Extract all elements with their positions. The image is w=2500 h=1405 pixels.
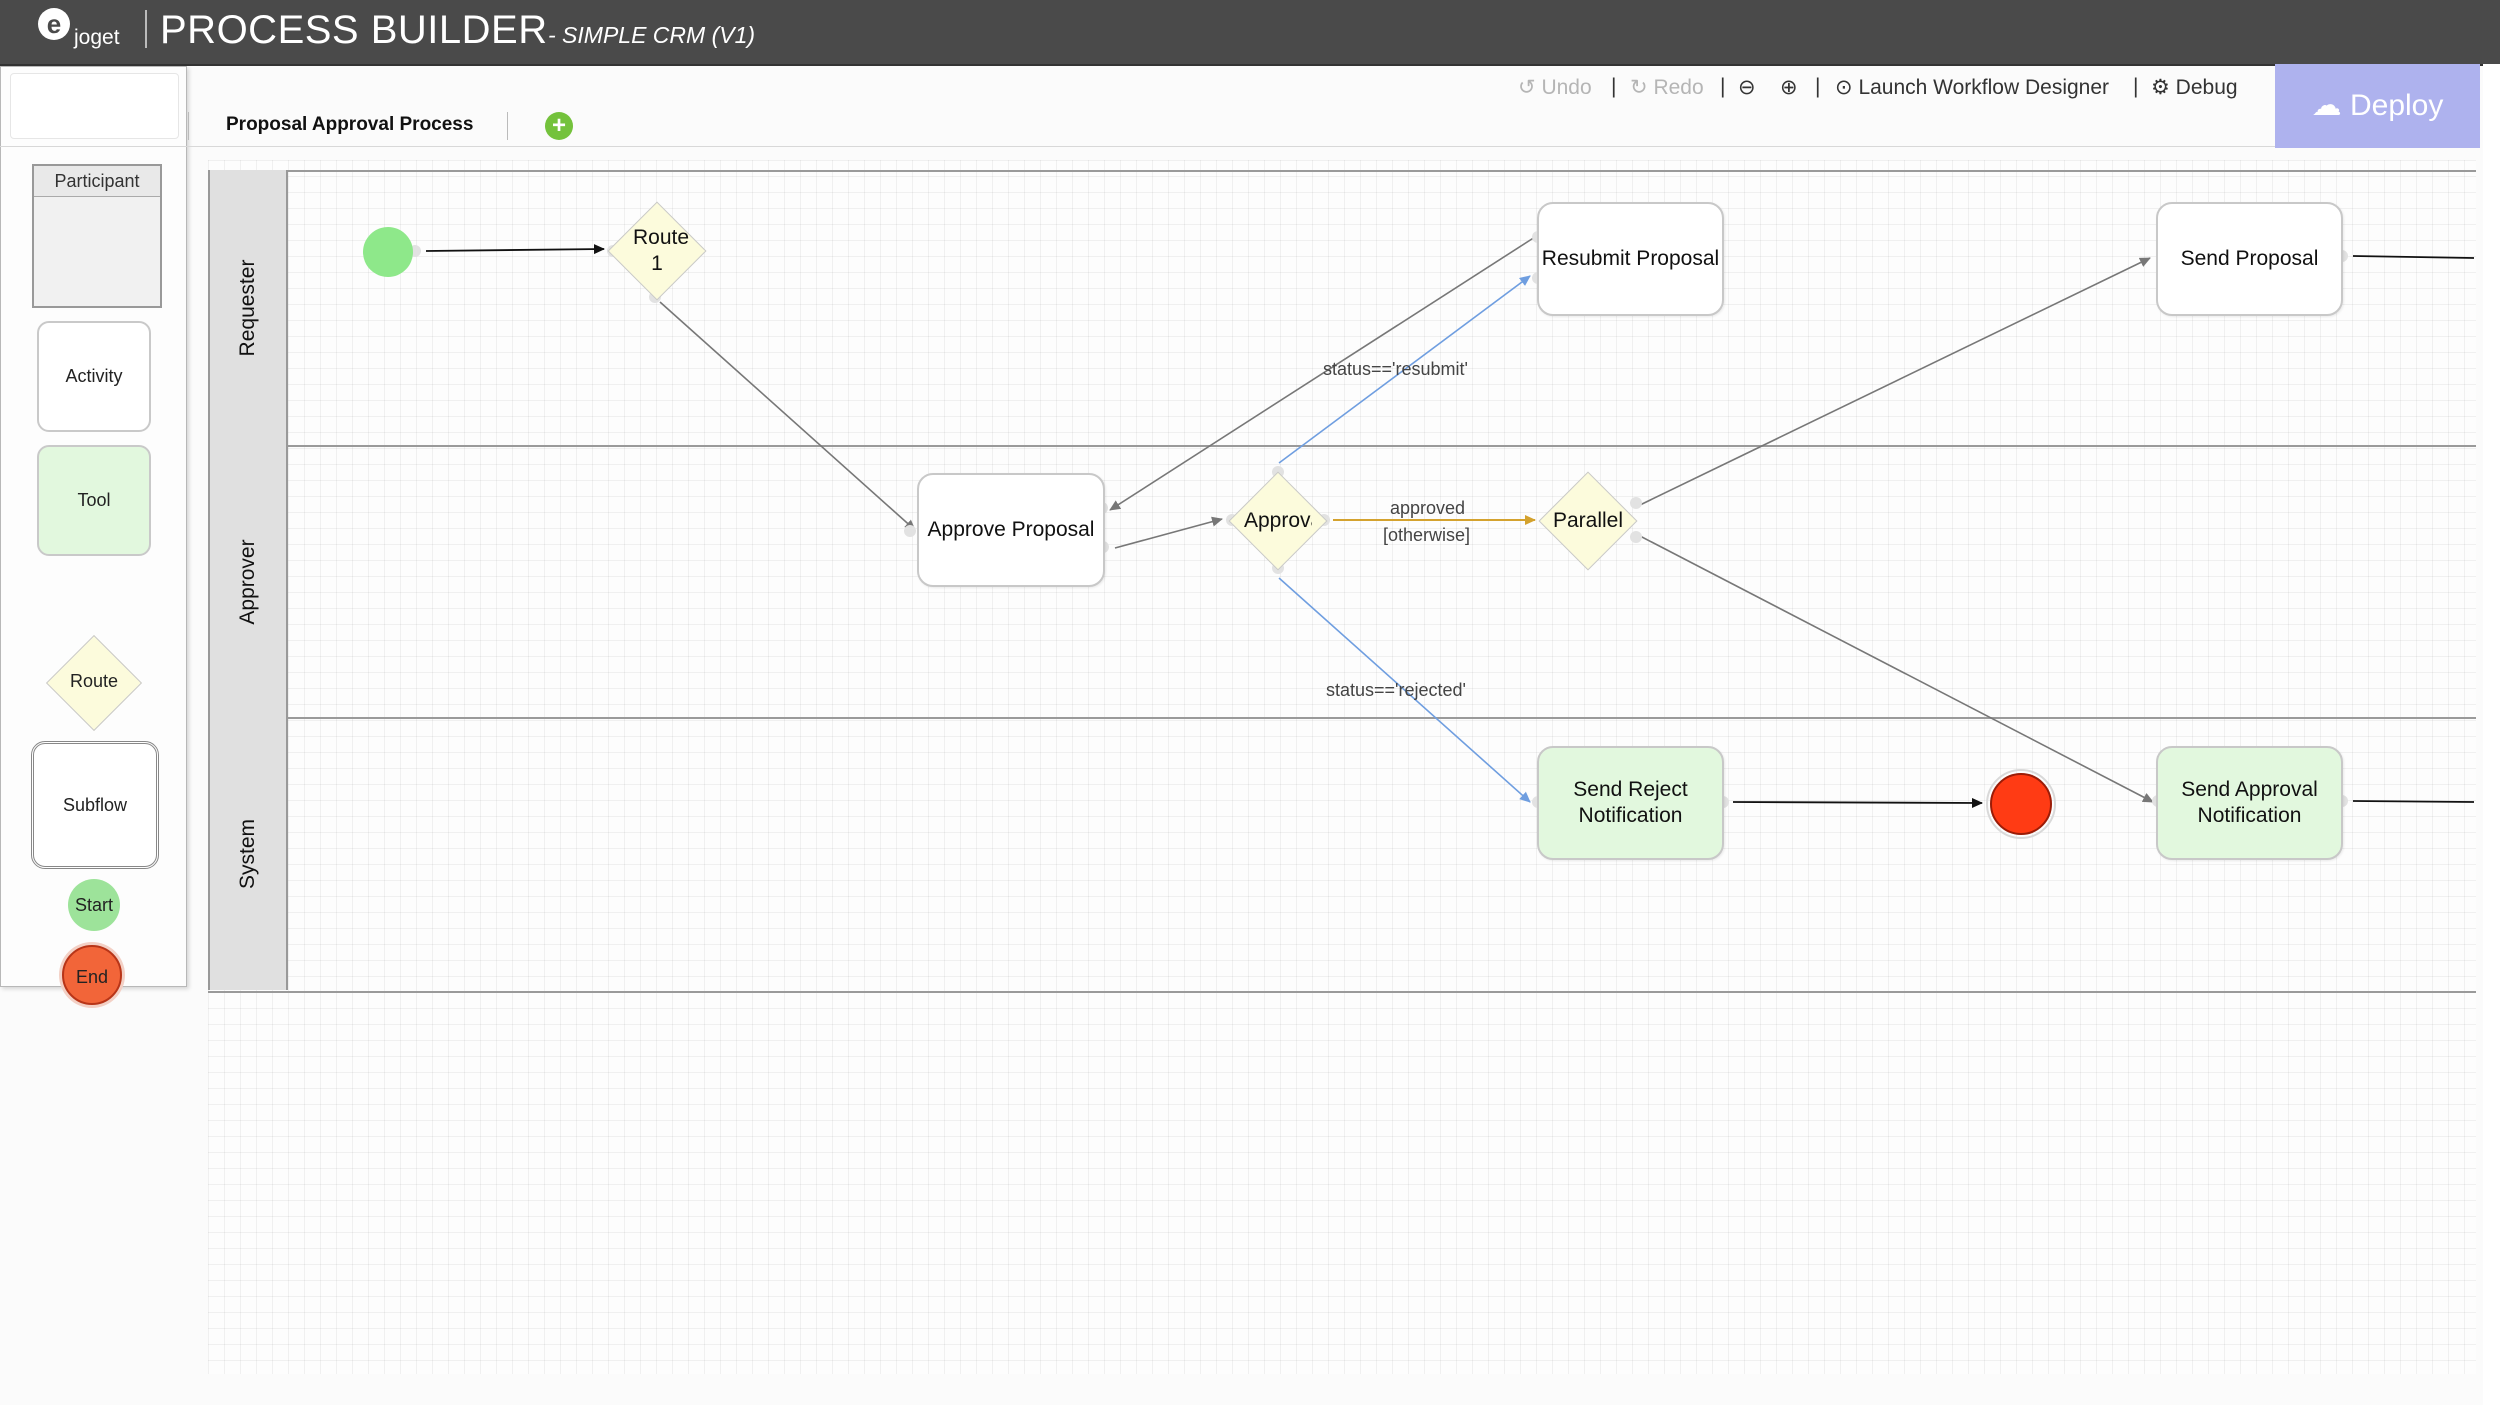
transition-parallel-sendproposal	[1639, 257, 2151, 506]
palette-header-box	[10, 73, 179, 139]
lane-system[interactable]: System	[208, 718, 288, 990]
transition-approve-approval	[1114, 516, 1223, 549]
deploy-button[interactable]: ☁ Deploy	[2275, 64, 2480, 148]
toolbar-divider	[0, 146, 2480, 147]
add-process-button[interactable]: +	[545, 112, 573, 140]
transition-sendproposal-out	[2352, 255, 2475, 259]
zoom-out-icon: ⊖	[1738, 76, 1756, 99]
process-tab[interactable]: Proposal Approval Process	[226, 114, 474, 135]
palette-tool[interactable]: Tool	[37, 445, 151, 556]
condition-label-approved[interactable]: approved	[1390, 498, 1466, 518]
route-label: Parallel	[1552, 509, 1624, 532]
end-node[interactable]	[1990, 773, 2052, 835]
activity-resubmit-proposal[interactable]: Resubmit Proposal	[1537, 202, 1724, 316]
undo-label: Undo	[1541, 76, 1592, 99]
app-subtitle: - SIMPLE CRM (V1)	[548, 22, 756, 48]
transition-resubmit-approve	[1109, 236, 1536, 511]
launch-label: Launch Workflow Designer	[1858, 76, 2110, 99]
lane-divider	[208, 445, 2476, 447]
palette-participant-label: Participant	[34, 166, 160, 197]
palette-subflow[interactable]: Subflow	[31, 741, 159, 869]
zoom-out-button[interactable]: ⊖	[1738, 75, 1756, 100]
tab-divider	[507, 112, 508, 140]
transition-reject-end	[1732, 797, 1983, 808]
gear-icon: ⚙	[2151, 76, 2170, 99]
toolbar-separator: |	[1815, 75, 1821, 98]
joget-logo-icon: e	[38, 8, 70, 40]
start-node[interactable]	[363, 227, 413, 277]
tab-divider	[188, 112, 189, 140]
condition-label-resubmit[interactable]: status=='resubmit'	[1323, 359, 1468, 379]
debug-label: Debug	[2175, 76, 2238, 99]
activity-label: Resubmit Proposal	[1541, 247, 1720, 270]
participant-pool	[208, 170, 2476, 993]
condition-label-rejected[interactable]: status=='rejected'	[1326, 680, 1466, 700]
route-label: Approval	[1244, 509, 1312, 532]
palette-activity[interactable]: Activity	[37, 321, 151, 432]
lane-divider	[208, 717, 2476, 719]
route-label: Route 1	[633, 226, 690, 275]
activity-approve-proposal[interactable]: Approve Proposal	[917, 473, 1105, 587]
header-divider	[145, 10, 147, 48]
palette-end[interactable]: End	[62, 945, 122, 1005]
activity-label: Approve Proposal	[927, 518, 1095, 541]
redo-icon: ↻	[1630, 76, 1648, 99]
palette-participant[interactable]: Participant	[32, 164, 162, 308]
app-header: e joget PROCESS BUILDER - SIMPLE CRM (V1…	[0, 0, 2500, 66]
redo-button[interactable]: ↻ Redo	[1630, 75, 1704, 100]
tool-label: Send Reject Notification	[1573, 778, 1688, 827]
transition-sendapproval-out	[2352, 800, 2475, 803]
end-node-ring	[1986, 769, 2056, 839]
debug-button[interactable]: ⚙ Debug	[2151, 75, 2238, 100]
zoom-in-button[interactable]: ⊕	[1780, 75, 1798, 100]
route-node-approval[interactable]: Approval	[1228, 471, 1328, 571]
launch-workflow-designer-button[interactable]: ⊙ Launch Workflow Designer	[1835, 75, 2109, 100]
lane-requester[interactable]: Requester	[208, 170, 288, 446]
route-node-parallel[interactable]: Parallel	[1538, 471, 1638, 571]
palette-route[interactable]: Route	[45, 634, 143, 732]
tool-send-reject-notification[interactable]: Send Reject Notification	[1537, 746, 1724, 860]
condition-label-otherwise[interactable]: [otherwise]	[1383, 525, 1471, 545]
redo-label: Redo	[1653, 76, 1704, 99]
route-node-route1[interactable]: Route 1	[607, 201, 707, 301]
transition-approval-resubmit	[1278, 275, 1531, 464]
palette-route-label: Route	[69, 671, 119, 691]
palette-start[interactable]: Start	[68, 879, 120, 931]
transition-parallel-sendapproval	[1639, 535, 2154, 803]
logo-text: joget	[74, 26, 120, 49]
right-scroll-gutter	[2483, 64, 2500, 1405]
toolbar-separator: |	[2133, 75, 2139, 98]
tool-send-approval-notification[interactable]: Send Approval Notification	[2156, 746, 2343, 860]
lane-approver[interactable]: Approver	[208, 446, 288, 718]
info-circle-icon: ⊙	[1835, 76, 1853, 99]
app-title: PROCESS BUILDER	[160, 8, 548, 52]
transition-start-route1	[425, 244, 605, 255]
process-canvas[interactable]	[208, 160, 2476, 1374]
deploy-label: Deploy	[2349, 89, 2444, 122]
transition-approval-reject	[1278, 577, 1531, 803]
cloud-upload-icon: ☁	[2311, 89, 2342, 122]
toolbar-separator: |	[1611, 75, 1617, 98]
toolbar-separator: |	[1720, 75, 1726, 98]
zoom-in-icon: ⊕	[1780, 76, 1798, 99]
undo-button[interactable]: ↺ Undo	[1518, 75, 1592, 100]
tool-label: Send Approval Notification	[2181, 778, 2318, 827]
undo-icon: ↺	[1518, 76, 1536, 99]
element-palette: Participant Activity Tool Route Subflow …	[0, 66, 187, 1005]
activity-send-proposal[interactable]: Send Proposal	[2156, 202, 2343, 316]
transition-route1-approve	[659, 301, 916, 531]
activity-label: Send Proposal	[2180, 247, 2319, 270]
